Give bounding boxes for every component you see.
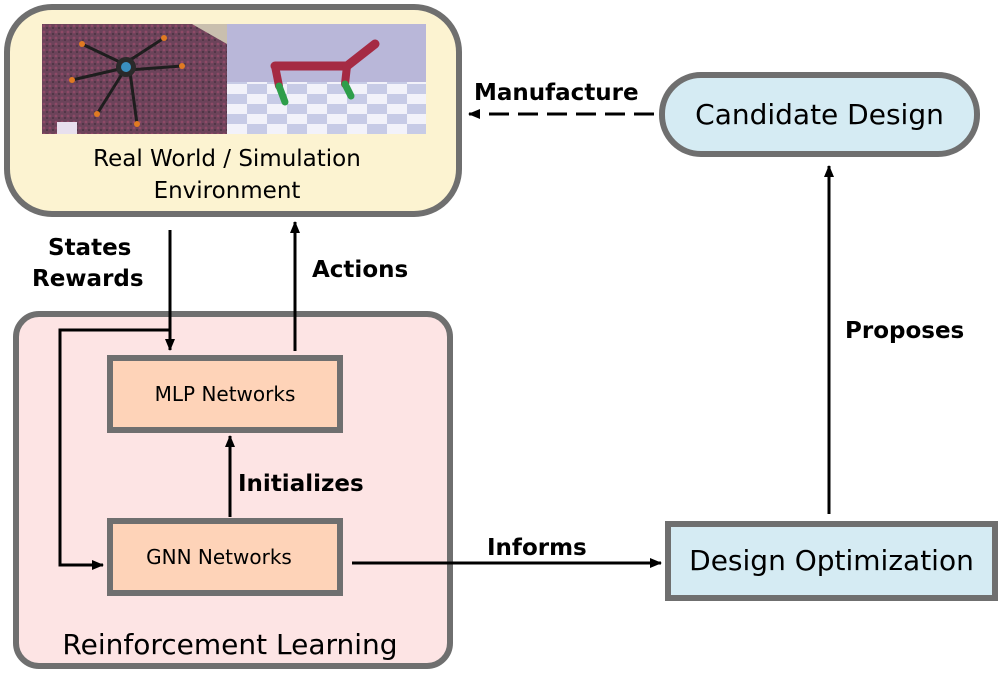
states-label: States [48, 235, 132, 261]
design-optimization-box [665, 521, 998, 601]
candidate-design-box [659, 72, 980, 157]
mlp-networks-box [107, 355, 343, 433]
reinforcement-learning-box [13, 311, 453, 669]
initializes-label: Initializes [238, 471, 364, 497]
proposes-label: Proposes [845, 318, 965, 344]
reinforcement-learning-label: Reinforcement Learning [62, 628, 398, 661]
manufacture-label: Manufacture [474, 80, 639, 106]
gnn-networks-label: GNN Networks [146, 545, 292, 569]
rewards-label: Rewards [32, 266, 144, 292]
actions-label: Actions [312, 257, 409, 283]
mlp-networks-label: MLP Networks [154, 382, 296, 406]
candidate-design-label: Candidate Design [695, 98, 944, 131]
design-optimization-label: Design Optimization [689, 544, 974, 577]
simulated-walker-render [227, 24, 426, 134]
informs-label: Informs [487, 535, 587, 561]
gnn-networks-box [107, 518, 343, 596]
states-to-gnn-arrow [58, 328, 170, 570]
hexapod-robot-photo [42, 24, 227, 134]
environment-label: Real World / Simulation Environment [93, 146, 361, 204]
